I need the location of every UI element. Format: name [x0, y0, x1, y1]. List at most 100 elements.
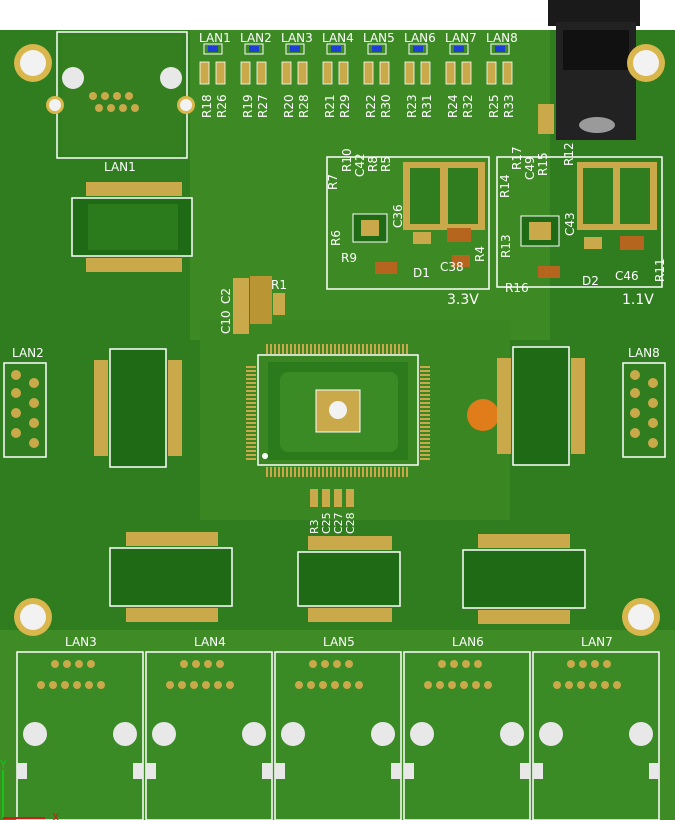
resistor-label: R32 — [461, 94, 475, 118]
resistor-label: R25 — [487, 94, 501, 118]
rj45-jack-label: LAN4 — [194, 635, 226, 649]
component-label: R9 — [341, 251, 357, 265]
resistor-label: R24 — [446, 94, 460, 118]
regulator-3v3-block — [326, 156, 490, 290]
header-lan8 — [622, 362, 666, 458]
cap-label-c10: C10 — [219, 310, 233, 334]
resistor-label: R20 — [282, 94, 296, 118]
component-label: C46 — [615, 269, 639, 283]
led-label: LAN5 — [363, 31, 395, 45]
transformer-ic-top — [71, 182, 193, 272]
regulator-1v1-block — [496, 156, 663, 288]
rj45-jack: LAN7 — [532, 635, 660, 820]
led-label: LAN4 — [322, 31, 354, 45]
res-label-r1: R1 — [271, 278, 287, 292]
main-controller-chip — [257, 354, 419, 466]
lan8-header-label: LAN8 — [628, 346, 660, 360]
resistor-label: R26 — [215, 94, 229, 118]
resistor-label: R21 — [323, 94, 337, 118]
resistor-label: R23 — [405, 94, 419, 118]
component-label: C43 — [563, 212, 577, 236]
led-label: LAN6 — [404, 31, 436, 45]
component-label: C42 — [353, 153, 367, 177]
rj45-jack-label: LAN6 — [452, 635, 484, 649]
component-label: C49 — [523, 156, 537, 180]
lan1-jack-label: LAN1 — [104, 160, 136, 174]
component-label: D1 — [413, 266, 430, 280]
resistor-label: R28 — [297, 94, 311, 118]
cap-label: C28 — [344, 512, 357, 534]
resistor-label: R29 — [338, 94, 352, 118]
mounting-holes — [14, 44, 665, 636]
cap-group — [233, 276, 285, 334]
component-label: R7 — [326, 174, 340, 190]
component-label: R12 — [562, 142, 576, 166]
bottom-rj45-jacks: LAN3 LAN4 LAN5 LAN6 LAN7 — [16, 635, 660, 820]
resistor-label: R33 — [502, 94, 516, 118]
transformer-ic-right — [497, 346, 585, 466]
resistor-label: R22 — [364, 94, 378, 118]
axis-x-label: X — [52, 811, 60, 820]
rj45-jack: LAN6 — [403, 635, 531, 820]
rj45-jack: LAN5 — [274, 635, 402, 820]
cap-label: C25 — [320, 512, 333, 534]
orange-led — [467, 399, 499, 431]
voltage-3v3-label: 3.3V — [447, 292, 479, 308]
rj45-jack-label: LAN7 — [581, 635, 613, 649]
component-label: R6 — [329, 230, 343, 246]
transformer-ic-bottom-right — [462, 534, 586, 624]
component-label: R11 — [653, 258, 667, 282]
rj45-jack-lan1 — [46, 31, 195, 159]
transformer-ic-bottom-center — [297, 536, 401, 622]
led-label: LAN7 — [445, 31, 477, 45]
resistor-label: R18 — [200, 94, 214, 118]
transformer-ic-left — [94, 348, 182, 468]
led-label: LAN2 — [240, 31, 272, 45]
component-label: R5 — [379, 156, 393, 172]
center-cap-row — [310, 489, 354, 507]
resistor-label: R19 — [241, 94, 255, 118]
controller-pins — [246, 344, 430, 477]
component-label: R13 — [499, 234, 513, 258]
cap-label-c2: C2 — [219, 288, 233, 304]
component-label: C38 — [440, 260, 464, 274]
transformer-ic-bottom-left — [109, 532, 233, 622]
component-label: R17 — [510, 146, 524, 170]
dc-power-jack — [538, 0, 640, 140]
component-label: R8 — [366, 156, 380, 172]
rj45-jack: LAN3 — [16, 635, 144, 820]
component-label: C36 — [391, 204, 405, 228]
component-label: R14 — [498, 174, 512, 198]
component-label: R15 — [536, 152, 550, 176]
resistor-label: R27 — [256, 94, 270, 118]
voltage-1v1-label: 1.1V — [622, 292, 654, 308]
component-label: R16 — [505, 281, 529, 295]
cap-label: R3 — [308, 519, 321, 534]
lan2-header-label: LAN2 — [12, 346, 44, 360]
rj45-jack-label: LAN5 — [323, 635, 355, 649]
resistor-label: R31 — [420, 94, 434, 118]
axis-indicator — [2, 770, 45, 819]
cap-label: C27 — [332, 512, 345, 534]
led-label: LAN3 — [281, 31, 313, 45]
resistor-label: R30 — [379, 94, 393, 118]
axis-y-label: Y — [0, 758, 7, 771]
component-label: R4 — [473, 246, 487, 262]
component-label: R10 — [340, 148, 354, 172]
rj45-jack: LAN4 — [145, 635, 273, 820]
led-label: LAN1 — [199, 31, 231, 45]
led-label: LAN8 — [486, 31, 518, 45]
